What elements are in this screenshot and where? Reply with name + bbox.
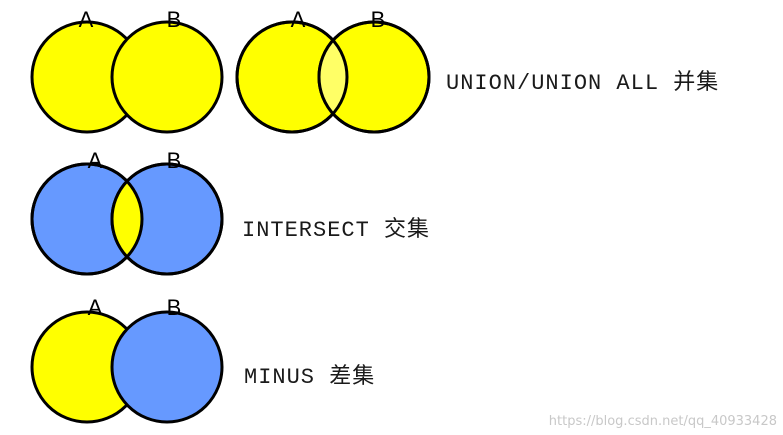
circle-a-outline — [235, 20, 349, 134]
union-venn-left: A B — [30, 7, 224, 134]
label-a: A — [291, 7, 306, 32]
union-venn-right: A B — [235, 7, 431, 134]
intersect-venn: A B — [30, 148, 224, 276]
minus-venn: A B — [30, 295, 224, 424]
label-a: A — [79, 7, 94, 32]
circle-b-outline — [110, 162, 224, 276]
label-b: B — [371, 7, 386, 32]
circle-b-outline — [317, 20, 431, 134]
circle-b — [110, 310, 224, 424]
minus-label: MINUS 差集 — [244, 365, 376, 390]
intersect-label: INTERSECT 交集 — [242, 218, 431, 243]
label-a: A — [88, 148, 103, 173]
watermark: https://blog.csdn.net/qq_40933428 — [548, 414, 777, 429]
circle-a-outline — [30, 162, 144, 276]
union-label: UNION/UNION ALL 并集 — [446, 71, 720, 96]
label-b: B — [167, 7, 182, 32]
label-b: B — [167, 295, 182, 320]
label-a: A — [88, 295, 103, 320]
label-b: B — [167, 148, 182, 173]
circle-b — [110, 20, 224, 134]
